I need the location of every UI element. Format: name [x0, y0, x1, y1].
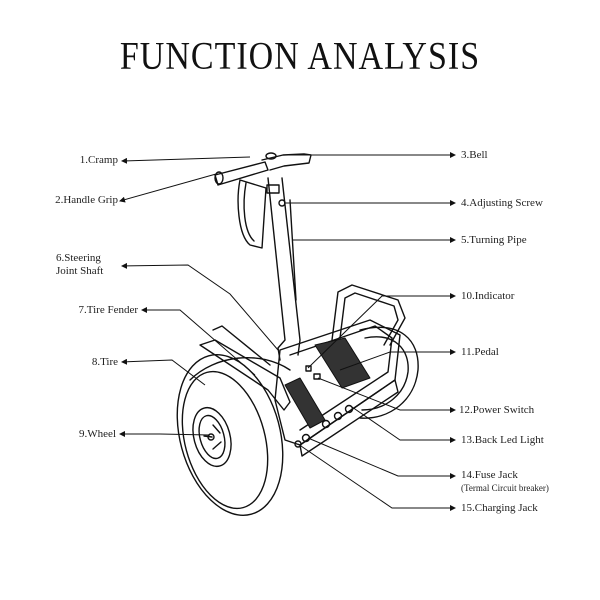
leader-fuse-jack	[307, 437, 456, 479]
leader-tire-fender	[141, 307, 256, 376]
leader-indicator	[307, 293, 456, 369]
wheel-hub	[192, 406, 232, 468]
bell	[265, 152, 277, 160]
label-steering-joint-shaft: 6.Steering Joint Shaft	[56, 252, 103, 278]
label-steering-line1: 6.Steering	[56, 252, 101, 264]
label-tire: 8.Tire	[91, 356, 118, 368]
pedal-right	[314, 337, 371, 389]
label-bell: 3.Bell	[461, 149, 488, 161]
label-charging-jack: 15.Charging Jack	[461, 502, 538, 514]
handle-grip	[214, 171, 224, 185]
label-handle-grip: 2.Handle Grip	[55, 194, 118, 206]
front-tire	[176, 354, 284, 516]
label-cramp: 1.Cramp	[79, 154, 118, 166]
leader-wheel	[119, 431, 211, 437]
handlebar-bag	[237, 179, 267, 249]
label-back-led-light: 13.Back Led Light	[461, 434, 544, 446]
leader-charging-jack	[297, 443, 456, 511]
leader-steering-joint-shaft	[121, 262, 279, 351]
leader-power-switch	[317, 377, 456, 413]
label-indicator: 10.Indicator	[461, 290, 515, 302]
label-power-switch: 12.Power Switch	[459, 404, 535, 416]
leader-cramp	[121, 156, 251, 164]
label-tire-fender: 7.Tire Fender	[78, 304, 138, 316]
leader-back-led-light	[351, 406, 456, 443]
label-fuse-jack-title: 14.Fuse Jack	[461, 469, 518, 481]
leader-tire	[121, 358, 206, 386]
diagram-title: FUNCTION ANALYSIS	[119, 35, 481, 78]
handle-bar	[214, 161, 269, 186]
label-fuse-jack-note: (Termal Circuit breaker)	[461, 483, 549, 493]
leader-pedal	[339, 349, 456, 371]
rear-tire	[359, 326, 419, 419]
label-turning-pipe: 5.Turning Pipe	[461, 234, 527, 246]
label-fuse-jack: 14.Fuse Jack (Termal Circuit breaker)	[461, 469, 549, 495]
label-adjusting-screw: 4.Adjusting Screw	[461, 197, 543, 209]
turning-pipe	[267, 177, 286, 361]
label-wheel: 9.Wheel	[79, 428, 116, 440]
tire-fender	[199, 339, 291, 411]
label-steering-line2: Joint Shaft	[56, 265, 104, 277]
pedal-left	[284, 377, 326, 429]
label-pedal: 11.Pedal	[461, 346, 499, 358]
leader-handle-grip	[119, 173, 217, 203]
